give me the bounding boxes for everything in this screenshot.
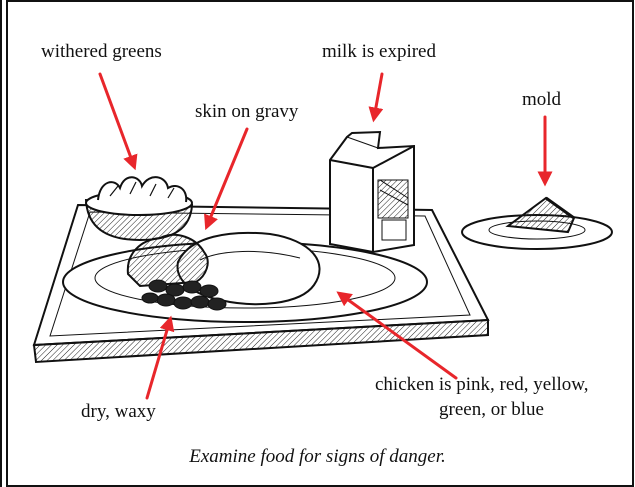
label-withered-greens: withered greens xyxy=(41,41,162,63)
arrow-withered-greens xyxy=(100,74,134,166)
label-chicken-line1: chicken is pink, red, yellow, xyxy=(375,374,589,396)
salad-bowl xyxy=(86,177,192,240)
label-mold: mold xyxy=(522,89,561,111)
caption: Examine food for signs of danger. xyxy=(0,446,635,468)
arrow-milk-expired xyxy=(374,74,382,118)
pie-plate xyxy=(462,198,612,249)
label-milk-expired: milk is expired xyxy=(322,41,436,63)
milk-carton xyxy=(330,132,414,252)
label-dry-waxy: dry, waxy xyxy=(81,401,156,423)
label-chicken-line2: green, or blue xyxy=(439,399,544,421)
label-skin-on-gravy: skin on gravy xyxy=(195,101,298,123)
